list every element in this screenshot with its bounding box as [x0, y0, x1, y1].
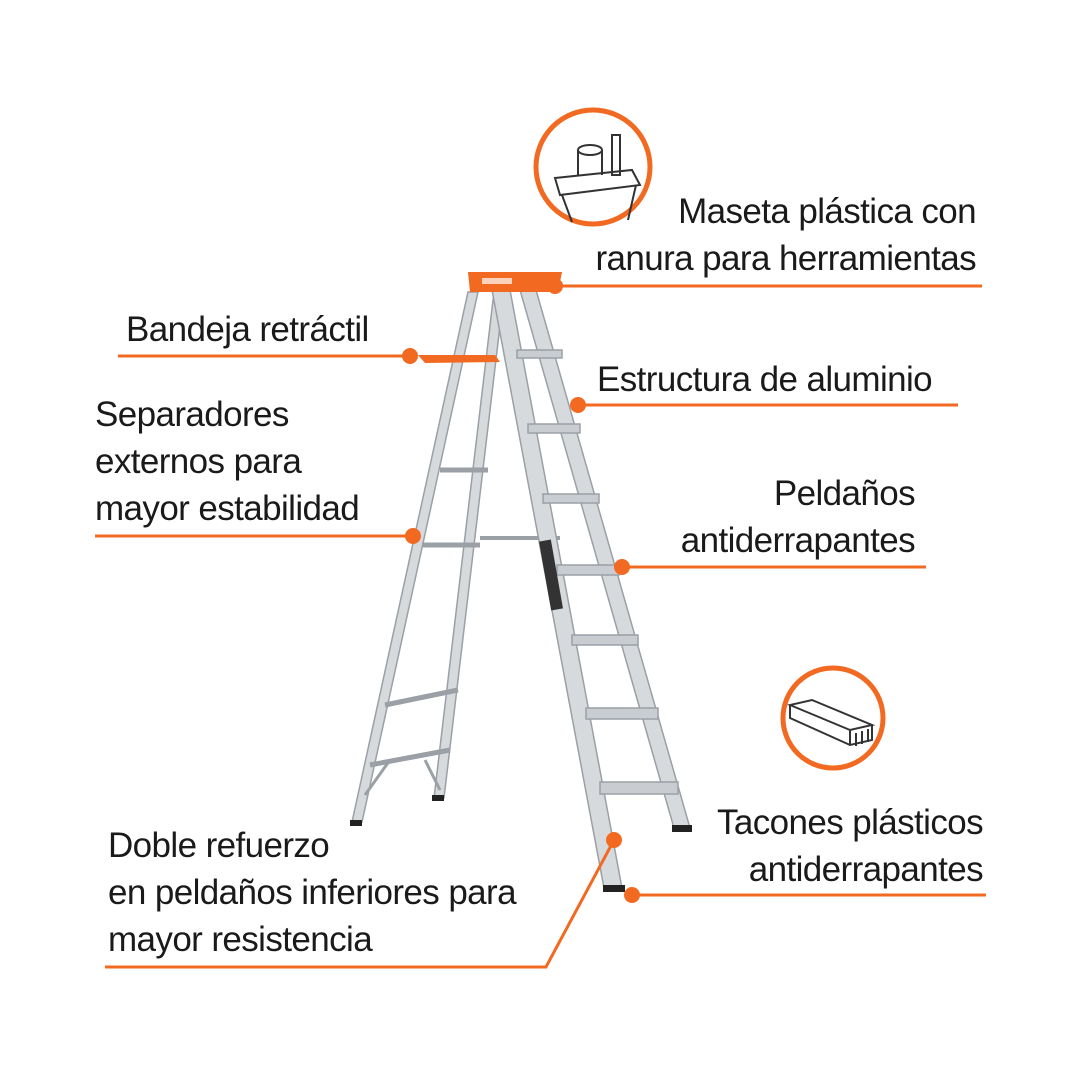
retractable-tray — [418, 355, 500, 363]
ladder — [350, 289, 692, 892]
callout-lines — [95, 284, 986, 969]
callout-line: mayor resistencia — [108, 920, 373, 959]
callout-line: Peldaños — [773, 474, 916, 513]
top-cap — [468, 272, 562, 292]
callout-line: Tacones plásticos — [716, 803, 984, 842]
callout-structure: Estructura de aluminio — [597, 356, 933, 403]
callout-line: Maseta plástica con — [678, 192, 977, 231]
foot-detail-icon — [780, 665, 886, 771]
callout-line: Bandeja retráctil — [126, 310, 369, 349]
callout-dots — [402, 278, 640, 903]
callout-line: antiderrapantes — [748, 850, 984, 889]
callout-feet: Tacones plásticos antiderrapantes — [716, 799, 984, 893]
callout-spreaders: Separadores externos para mayor estabili… — [95, 391, 360, 532]
callout-line: en peldaños inferiores para — [108, 873, 517, 912]
callout-steps: Peldaños antiderrapantes — [680, 470, 916, 564]
callout-line: externos para — [95, 442, 302, 481]
callout-line: Doble refuerzo — [108, 826, 330, 865]
callout-reinforcement: Doble refuerzo en peldaños inferiores pa… — [108, 822, 517, 963]
rear-left-leg — [351, 291, 479, 823]
callout-line: antiderrapantes — [680, 521, 916, 560]
callout-top-cap: Maseta plástica con ranura para herramie… — [595, 188, 976, 282]
callout-line: mayor estabilidad — [95, 489, 360, 528]
top-cap-detail-icon — [533, 107, 653, 227]
callout-tray: Bandeja retráctil — [126, 306, 369, 353]
callout-line: Separadores — [95, 395, 289, 434]
callout-line: Estructura de aluminio — [597, 360, 933, 399]
callout-line: ranura para herramientas — [595, 239, 976, 278]
steps — [516, 349, 679, 795]
